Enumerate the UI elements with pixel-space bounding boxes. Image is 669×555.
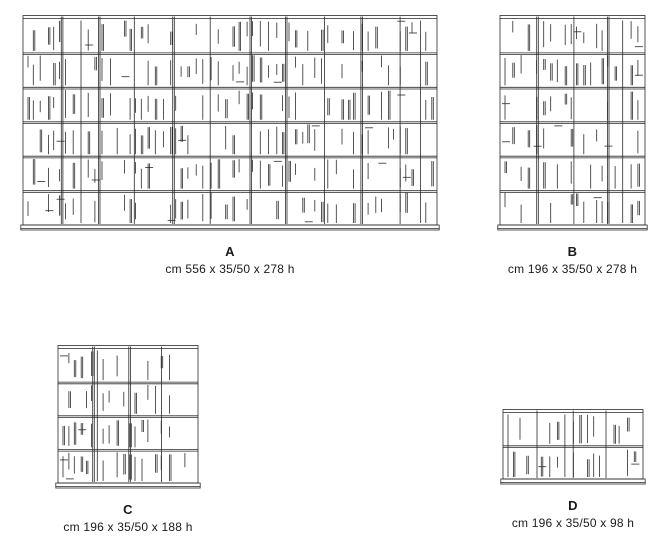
panel-c-drawing	[55, 345, 201, 489]
panel-d-dimensions: cm 196 x 35/50 x 98 h	[511, 516, 635, 530]
panel-b: B cm 196 x 35/50 x 278 h	[497, 14, 648, 276]
panel-c-dimensions: cm 196 x 35/50 x 188 h	[63, 520, 193, 534]
panel-a-caption: A cm 556 x 35/50 x 278 h	[20, 244, 440, 276]
panel-c-label: C	[123, 502, 133, 517]
panel-c: C cm 196 x 35/50 x 188 h	[55, 344, 201, 534]
panel-a-dimensions: cm 556 x 35/50 x 278 h	[165, 262, 295, 276]
panel-b-dimensions: cm 196 x 35/50 x 278 h	[507, 262, 638, 276]
panel-b-drawing	[497, 15, 648, 231]
panel-a-label: A	[225, 244, 235, 259]
panel-b-caption: B cm 196 x 35/50 x 278 h	[497, 244, 648, 276]
panel-d: D cm 196 x 35/50 x 98 h	[500, 408, 646, 530]
panel-d-drawing	[500, 409, 646, 485]
panel-b-label: B	[567, 244, 578, 259]
panel-a: A cm 556 x 35/50 x 278 h	[20, 14, 440, 276]
panel-c-caption: C cm 196 x 35/50 x 188 h	[55, 502, 201, 534]
panel-d-label: D	[568, 498, 578, 513]
panel-a-drawing	[20, 15, 440, 231]
panel-d-caption: D cm 196 x 35/50 x 98 h	[500, 498, 646, 530]
